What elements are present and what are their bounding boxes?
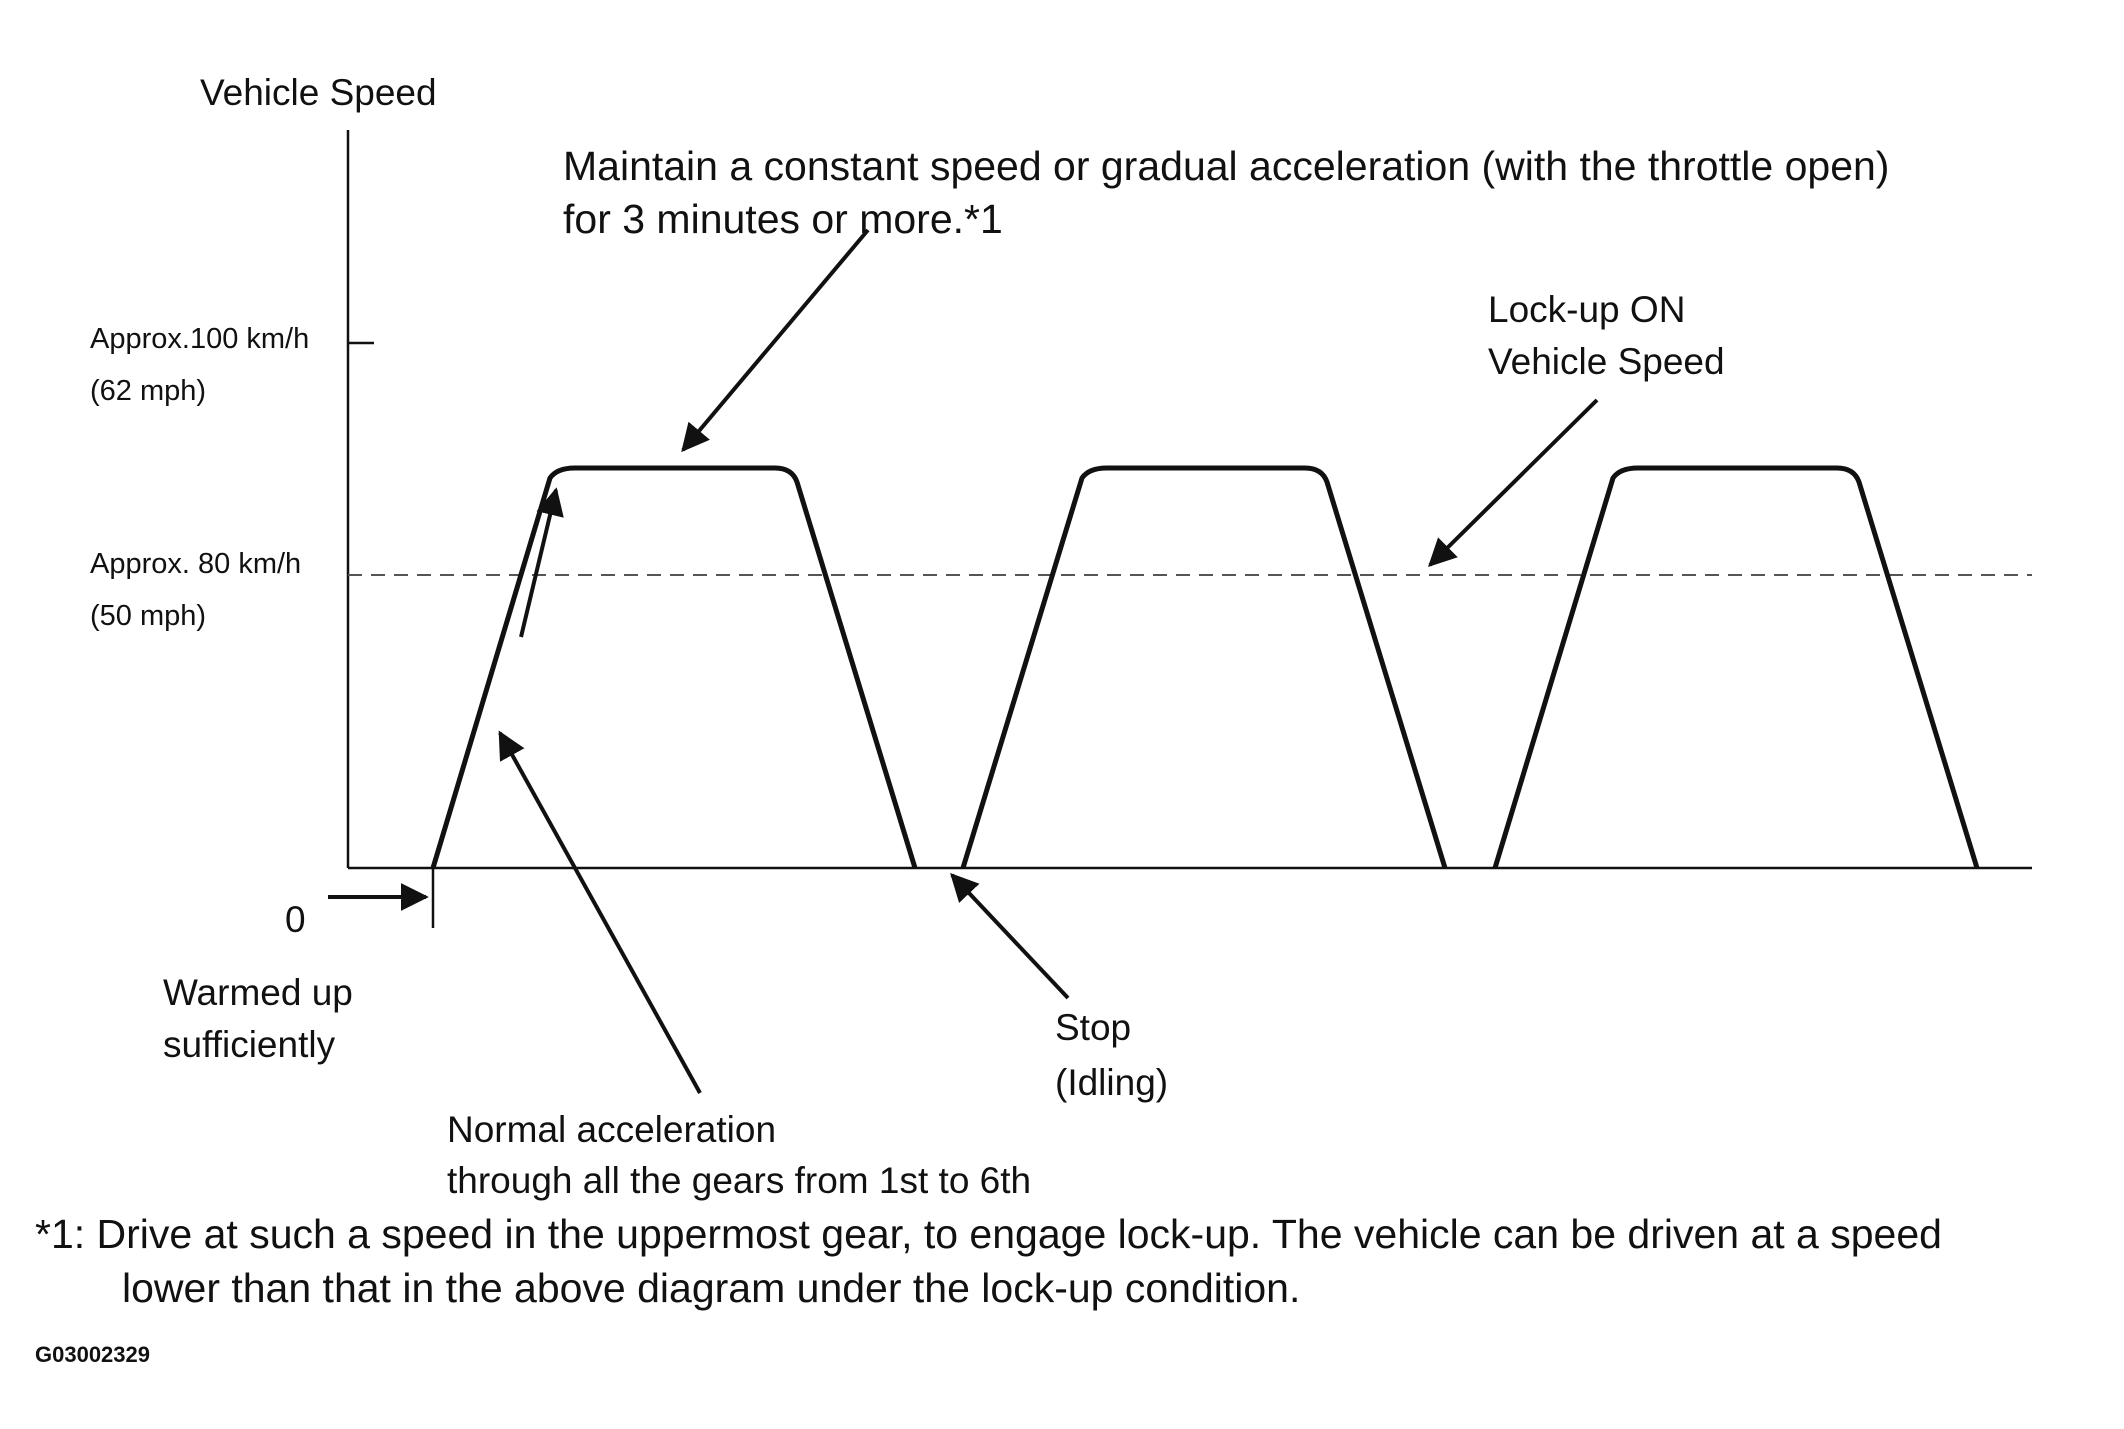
speed-profile-2 [960,465,1448,869]
arrow-normal-acceleration [498,730,702,1094]
arrow-to-constant-speed [681,228,870,453]
arrow-to-lockup-line [1428,398,1599,567]
constant-speed-note-line2: for 3 minutes or more.*1 [563,196,1003,242]
level-80-label: Approx. 80 km/h [90,548,301,580]
arrow-acceleration-slope [519,487,564,638]
speed-profile-3 [1492,465,1980,869]
normal-accel-label-line2: through all the gears from 1st to 6th [447,1160,1031,1201]
footnote-line2: lower than that in the above diagram und… [122,1265,1300,1311]
level-80-mph: (50 mph) [90,600,206,632]
speed-profile-1 [430,465,918,869]
warmed-up-label-line2: sufficiently [163,1024,336,1065]
warmed-up-label-line1: Warmed up [163,972,353,1013]
constant-speed-note-line1: Maintain a constant speed or gradual acc… [563,143,1889,189]
level-100-label: Approx.100 km/h [90,323,309,355]
normal-accel-label-line1: Normal acceleration [447,1109,776,1150]
lockup-label-line1: Lock-up ON [1488,289,1685,330]
footnote-line1: *1: Drive at such a speed in the uppermo… [35,1211,1942,1257]
y-axis-title: Vehicle Speed [200,72,437,113]
stop-label-line2: (Idling) [1055,1062,1168,1103]
level-100-mph: (62 mph) [90,375,206,407]
lockup-label-line2: Vehicle Speed [1488,341,1725,382]
arrow-stop-idling [950,872,1070,1000]
stop-label-line1: Stop [1055,1007,1131,1048]
zero-label: 0 [285,899,306,940]
figure-id: G03002329 [35,1342,150,1367]
